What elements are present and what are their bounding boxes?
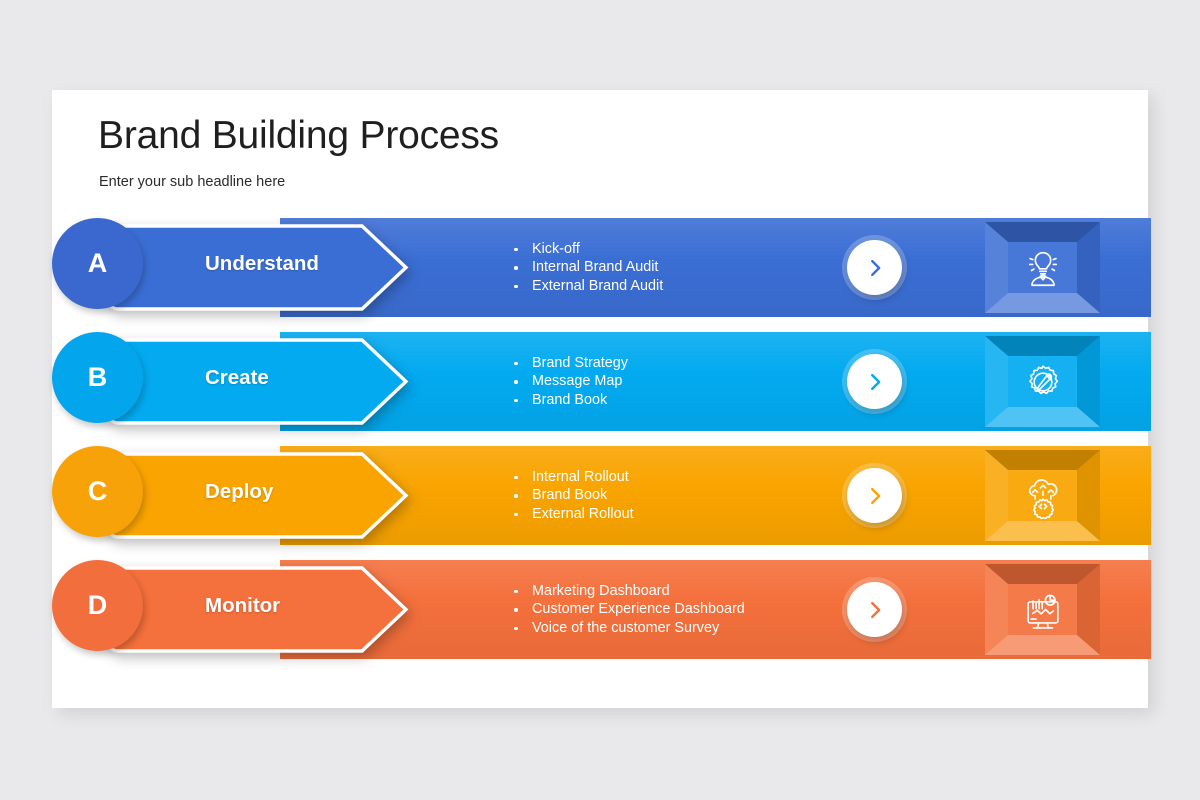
step-next-button[interactable] (847, 582, 902, 637)
step-letter-badge: A (52, 218, 143, 309)
page-subtitle: Enter your sub headline here (99, 174, 286, 190)
step-next-button[interactable] (847, 468, 902, 523)
step-letter-badge: B (52, 332, 143, 423)
step-label: Deploy (205, 479, 274, 503)
step-next-button[interactable] (847, 354, 902, 409)
step-bullet-item: Brand Strategy (507, 354, 628, 372)
step-letter: B (87, 362, 108, 392)
gear-pencil-icon (1028, 364, 1058, 394)
step-label: Monitor (205, 593, 281, 617)
step-tile-glyph (1020, 359, 1066, 405)
step-bullet-item: Internal Brand Audit (507, 258, 663, 276)
chevron-right-icon (870, 259, 880, 276)
chevron-right-icon (870, 601, 880, 618)
chevron-right-icon (870, 487, 880, 504)
step-next-button[interactable] (847, 240, 902, 295)
dashboard-monitor-icon (1026, 594, 1059, 629)
step-icon-tile (985, 564, 1100, 655)
step-letter: C (87, 476, 108, 506)
step-bullet-item: Internal Rollout (507, 468, 634, 486)
step-icon-tile (985, 336, 1100, 427)
step-label: Understand (205, 251, 319, 275)
step-tile-glyph (1020, 245, 1066, 291)
step-letter: A (87, 248, 108, 278)
slide-card: Brand Building Process Enter your sub he… (52, 90, 1151, 708)
chevron-right-icon (870, 373, 880, 390)
step-bullet-item: Voice of the customer Survey (507, 619, 745, 637)
step-letter: D (87, 590, 108, 620)
page-title: Brand Building Process (98, 114, 499, 157)
step-letter-badge: D (52, 560, 143, 651)
step-bullet-item: Customer Experience Dashboard (507, 600, 745, 618)
step-bullet-item: Brand Book (507, 391, 628, 409)
step-tile-glyph (1020, 587, 1066, 633)
step-icon-tile (985, 450, 1100, 541)
cloud-deploy-gear-icon (1028, 478, 1057, 519)
step-bullet-item: Brand Book (507, 486, 634, 504)
step-bullet-item: External Rollout (507, 505, 634, 523)
step-label: Create (205, 365, 269, 389)
step-bullet-item: Marketing Dashboard (507, 582, 745, 600)
step-bullet-item: Kick-off (507, 240, 663, 258)
step-letter-badge: C (52, 446, 143, 537)
tile-bevel (985, 222, 1100, 313)
step-tile-glyph (1020, 473, 1066, 519)
step-bullet-item: Message Map (507, 372, 628, 390)
step-bullet-item: External Brand Audit (507, 277, 663, 295)
lightbulb-person-icon (1028, 251, 1057, 286)
tile-bevel (985, 564, 1100, 655)
tile-bevel (985, 450, 1100, 541)
step-icon-tile (985, 222, 1100, 313)
